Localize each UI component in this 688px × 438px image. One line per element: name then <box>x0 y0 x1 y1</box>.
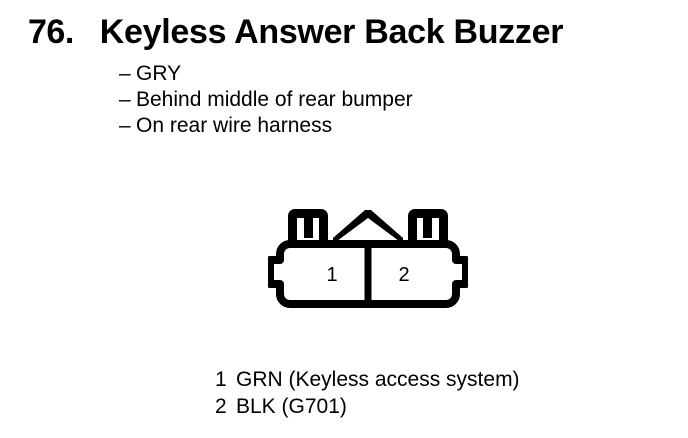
legend-row: 2 BLK (G701) <box>215 393 635 420</box>
legend-pin-number: 1 <box>215 368 227 391</box>
detail-list: –GRY –Behind middle of rear bumper –On r… <box>119 61 619 139</box>
list-item-label: Behind middle of rear bumper <box>136 88 413 111</box>
center-guide-ridge-icon <box>333 210 403 244</box>
page-title: 76. Keyless Answer Back Buzzer <box>28 12 678 54</box>
right-locking-tab-icon <box>408 209 448 244</box>
legend-pin-description: GRN (Keyless access system) <box>236 368 520 391</box>
list-item: –Behind middle of rear bumper <box>119 87 619 113</box>
cavity-number-2: 2 <box>398 264 409 286</box>
dash-marker: – <box>119 88 131 111</box>
dash-marker: – <box>119 62 131 85</box>
legend-row: 1 GRN (Keyless access system) <box>215 366 635 393</box>
item-number: 76. <box>28 13 74 51</box>
list-item: –On rear wire harness <box>119 113 619 139</box>
left-locking-tab-icon <box>288 209 328 244</box>
item-title: Keyless Answer Back Buzzer <box>99 13 564 51</box>
list-item: –GRY <box>119 61 619 87</box>
list-item-label: GRY <box>136 62 182 85</box>
connector-body-outline <box>268 240 468 308</box>
connector-illustration: 1 2 <box>268 198 468 316</box>
pin-legend: 1 GRN (Keyless access system) 2 BLK (G701) <box>215 366 635 420</box>
dash-marker: – <box>119 114 131 137</box>
cavity-number-1: 1 <box>326 264 337 286</box>
legend-pin-description: BLK (G701) <box>236 395 347 418</box>
legend-pin-number: 2 <box>215 395 227 418</box>
list-item-label: On rear wire harness <box>136 114 333 137</box>
